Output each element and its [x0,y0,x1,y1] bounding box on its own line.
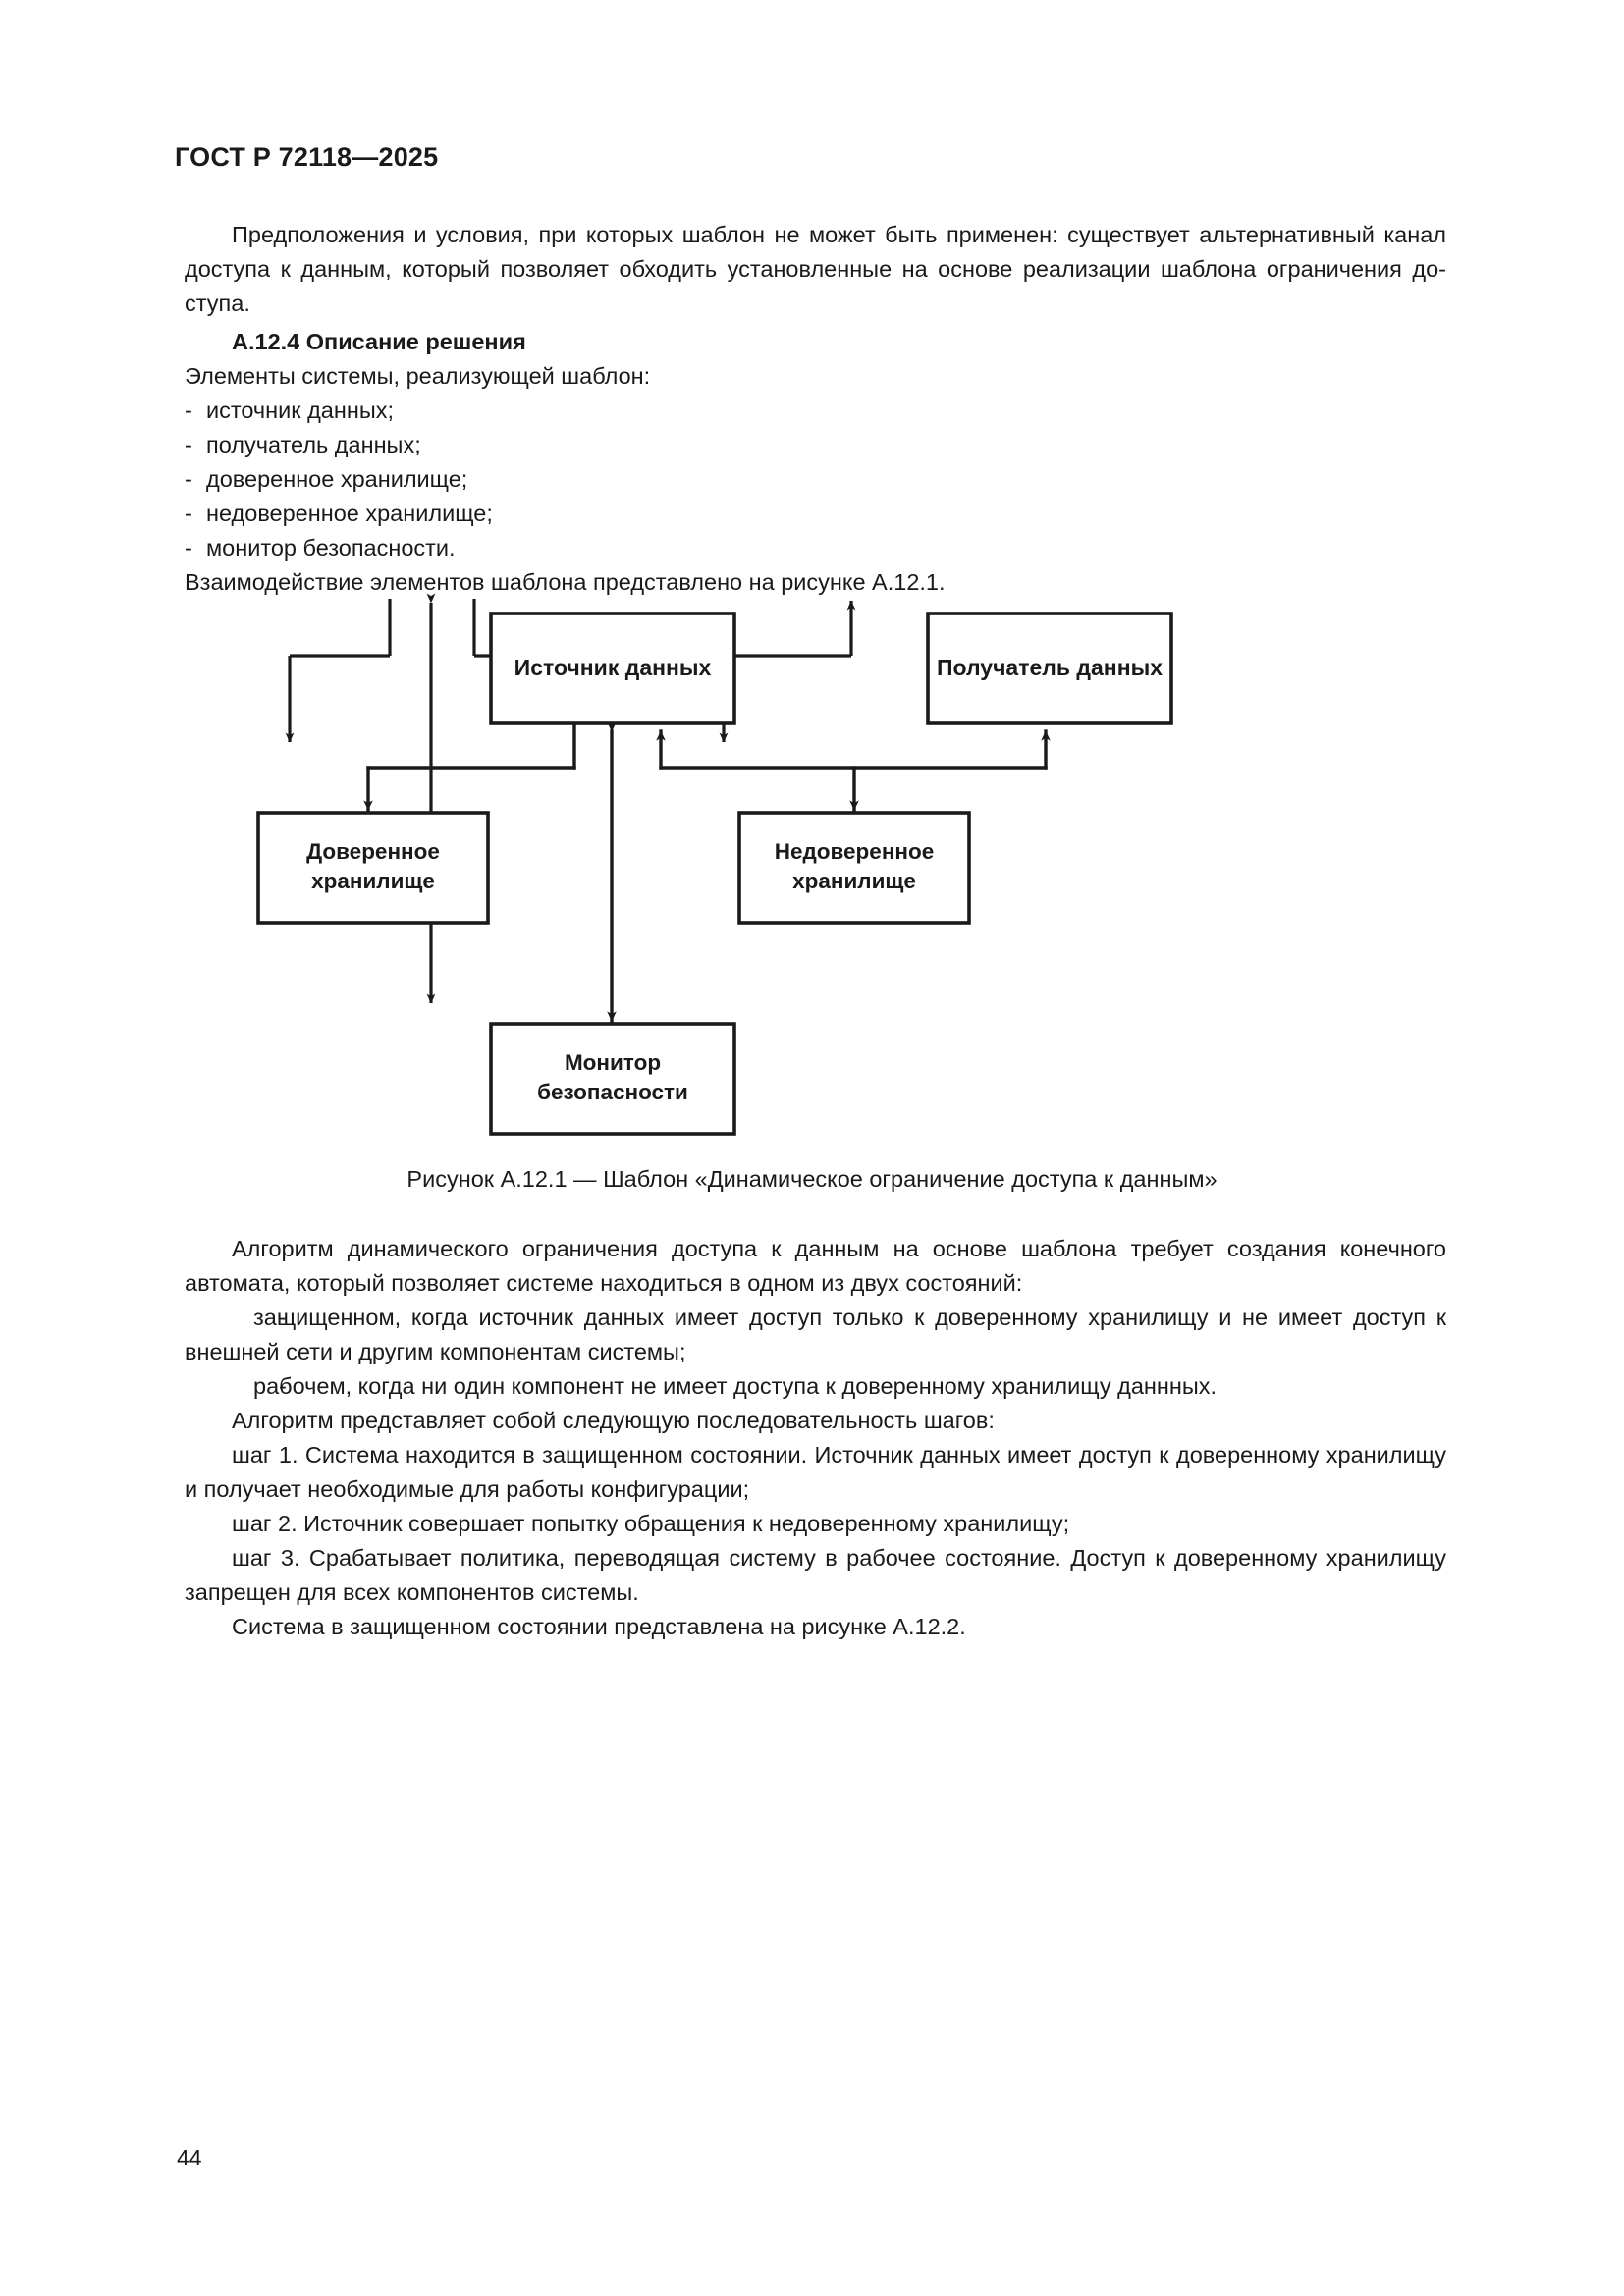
state-working-text: рабочем, когда ни один компонент не имее… [253,1373,1218,1399]
node-security-monitor-label-line2: безопасности [537,1080,688,1104]
list-item-label: монитор безопасности. [206,535,456,561]
list-item: -получатель данных; [185,428,1446,462]
list-item: -источник данных; [185,394,1446,428]
paragraph-step-1: шаг 1. Система находится в защищенном со… [185,1442,1446,1502]
list-item: -монитор безопасности. [185,531,1446,565]
paragraph-closing-reference: Система в защищенном состоянии представл… [232,1614,966,1639]
node-security-monitor[interactable]: Монитор безопасности [489,1022,736,1136]
node-data-receiver[interactable]: Получатель данных [926,612,1173,725]
dash-marker-icon: - [185,501,192,526]
list-item-label: получатель данных; [206,432,421,457]
dash-marker-icon: - [185,432,192,457]
paragraph-algorithm-steps-intro: Алгоритм представляет собой следующую по… [232,1408,995,1433]
node-untrusted-storage-label-line2: хранилище [792,869,916,893]
list-item-label: недоверенное хранилище; [206,501,493,526]
interaction-reference-line: Взаимодействие элементов шаблона предста… [185,569,946,595]
paragraph-step-2: шаг 2. Источник совершает попытку обраще… [232,1511,1070,1536]
dash-marker-icon: - [185,535,192,561]
list-item-label: источник данных; [206,398,394,423]
diagram-canvas: Источник данных Получатель данных Довере… [256,612,1173,1136]
node-data-source-box[interactable] [489,612,736,725]
section-heading-a124: А.12.4 Описание решения [232,329,526,354]
diagram-nodes: Источник данных Получатель данных Довере… [256,612,1173,1136]
node-untrusted-storage-label-line1: Недоверенное [775,839,935,864]
list-item-label: доверенное хранилище; [206,466,468,492]
dash-marker-icon: - [279,1305,287,1330]
node-data-receiver-box[interactable] [926,612,1173,725]
elements-list: -источник данных; -получатель данных; -д… [185,394,1446,565]
body-text-upper: Предположения и условия, при которых шаб… [185,218,1446,600]
paragraph-assumptions: Предположения и условия, при которых шаб… [185,222,1446,316]
paragraph-algorithm-intro: Алгоритм динамического ограничения досту… [185,1236,1446,1296]
node-data-receiver-label: Получатель данных [937,655,1163,680]
paragraph-state-working: -рабочем, когда ни один компонент не име… [185,1369,1446,1404]
figure-caption: Рисунок А.12.1 — Шаблон «Динамическое ог… [406,1166,1218,1192]
node-data-source[interactable]: Источник данных [489,612,736,725]
paragraph-state-protected: -защищенном, когда источник данных имеет… [185,1301,1446,1369]
dash-marker-icon: - [279,1373,287,1399]
node-trusted-storage[interactable]: Доверенное хранилище [256,811,490,925]
elements-intro-line: Элементы системы, реализующей шаблон: [185,363,651,389]
dash-marker-icon: - [185,466,192,492]
node-trusted-storage-box[interactable] [256,811,490,925]
node-untrusted-storage[interactable]: Недоверенное хранилище [737,811,971,925]
list-item: -недоверенное хранилище; [185,497,1446,531]
node-untrusted-storage-box[interactable] [737,811,971,925]
paragraph-step-3: шаг 3. Срабатывает политика, переводящая… [185,1545,1446,1605]
running-head: ГОСТ Р 72118—2025 [175,142,439,172]
list-item: -доверенное хранилище; [185,462,1446,497]
page-number: 44 [177,2145,202,2170]
state-protected-text: защищенном, когда источник данных имеет … [185,1305,1446,1364]
body-text-lower: Алгоритм динамического ограничения досту… [185,1232,1446,1644]
node-security-monitor-label-line1: Монитор [565,1050,661,1075]
node-data-source-label: Источник данных [514,655,712,680]
node-security-monitor-box[interactable] [489,1022,736,1136]
dash-marker-icon: - [185,398,192,423]
node-trusted-storage-label-line1: Доверенное [306,839,440,864]
node-trusted-storage-label-line2: хранилище [311,869,435,893]
diagram-connectors [363,721,1051,1023]
